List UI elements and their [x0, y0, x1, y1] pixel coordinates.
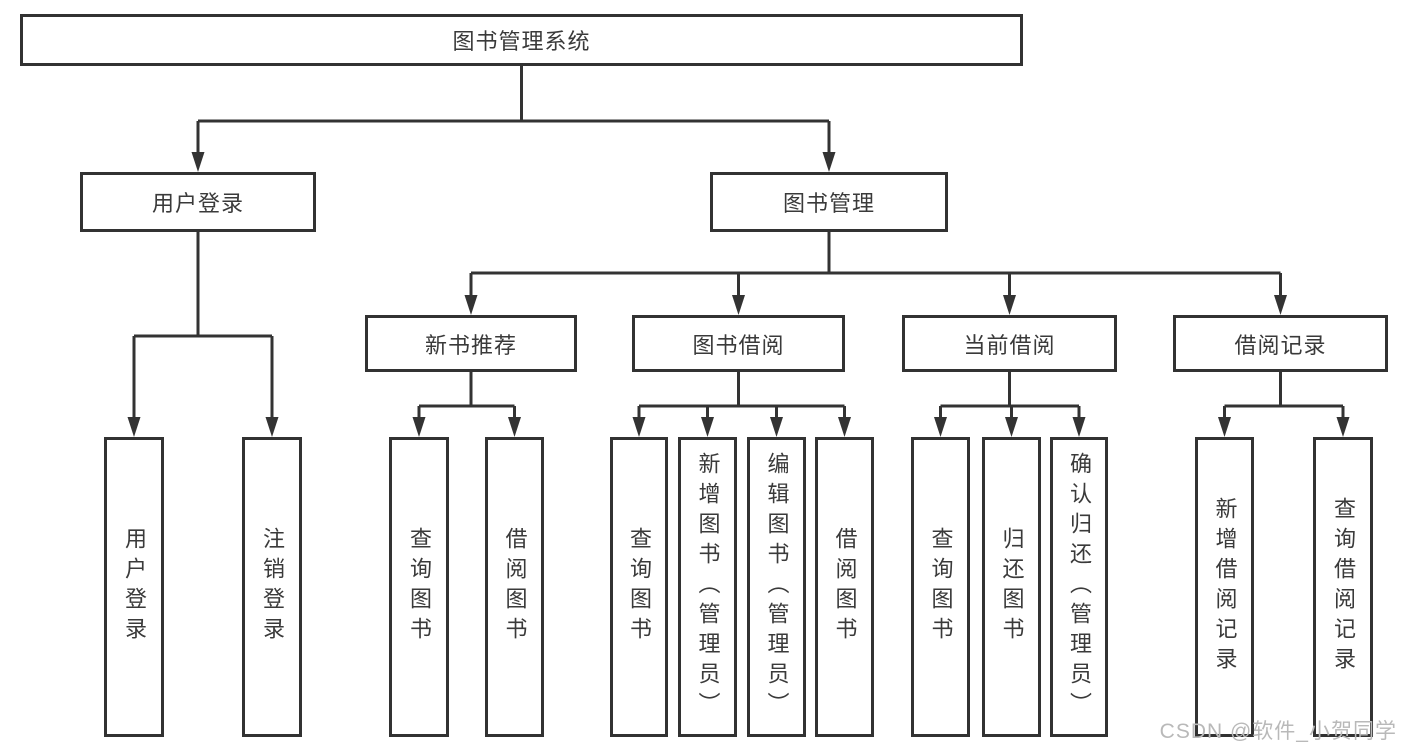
leaf-label: 查询图书 [928, 527, 954, 647]
leaf-label: 查询图书 [407, 527, 432, 647]
node-leaf-edit-books-admin: 编辑图书（管理员） [747, 437, 806, 737]
node-leaf-query-books-2: 查询图书 [610, 437, 668, 737]
node-borrow-records: 借阅记录 [1173, 315, 1388, 372]
node-book-borrowing: 图书借阅 [632, 315, 845, 372]
leaf-label: 注销登录 [260, 527, 285, 647]
leaf-label: 确认归还（管理员） [1067, 452, 1092, 722]
leaf-label: 用户登录 [122, 527, 147, 647]
node-leaf-query-books-3: 查询图书 [911, 437, 970, 737]
node-leaf-logout: 注销登录 [242, 437, 302, 737]
leaf-label: 编辑图书（管理员） [764, 452, 790, 722]
node-leaf-borrow-books-1: 借阅图书 [485, 437, 544, 737]
node-root-system: 图书管理系统 [20, 14, 1023, 66]
node-leaf-query-borrow-record: 查询借阅记录 [1313, 437, 1373, 737]
leaf-label: 查询图书 [627, 527, 652, 647]
node-new-book-recommend: 新书推荐 [365, 315, 577, 372]
node-leaf-user-login: 用户登录 [104, 437, 164, 737]
node-leaf-add-books-admin: 新增图书（管理员） [678, 437, 737, 737]
leaf-label: 借阅图书 [502, 527, 528, 647]
node-current-borrowing: 当前借阅 [902, 315, 1117, 372]
node-leaf-borrow-books-2: 借阅图书 [815, 437, 874, 737]
node-leaf-query-books-1: 查询图书 [389, 437, 449, 737]
node-book-management-branch: 图书管理 [710, 172, 948, 232]
csdn-watermark: CSDN @软件_小贺同学 [1159, 720, 1397, 743]
leaf-label: 借阅图书 [832, 527, 858, 647]
node-leaf-add-borrow-record: 新增借阅记录 [1195, 437, 1254, 737]
node-leaf-confirm-return-admin: 确认归还（管理员） [1050, 437, 1108, 737]
leaf-label: 新增图书（管理员） [695, 452, 721, 722]
leaf-label: 新增借阅记录 [1212, 497, 1238, 677]
leaf-label: 查询借阅记录 [1331, 497, 1356, 677]
leaf-label: 归还图书 [999, 527, 1025, 647]
node-user-login-branch: 用户登录 [80, 172, 316, 232]
node-leaf-return-books: 归还图书 [982, 437, 1041, 737]
